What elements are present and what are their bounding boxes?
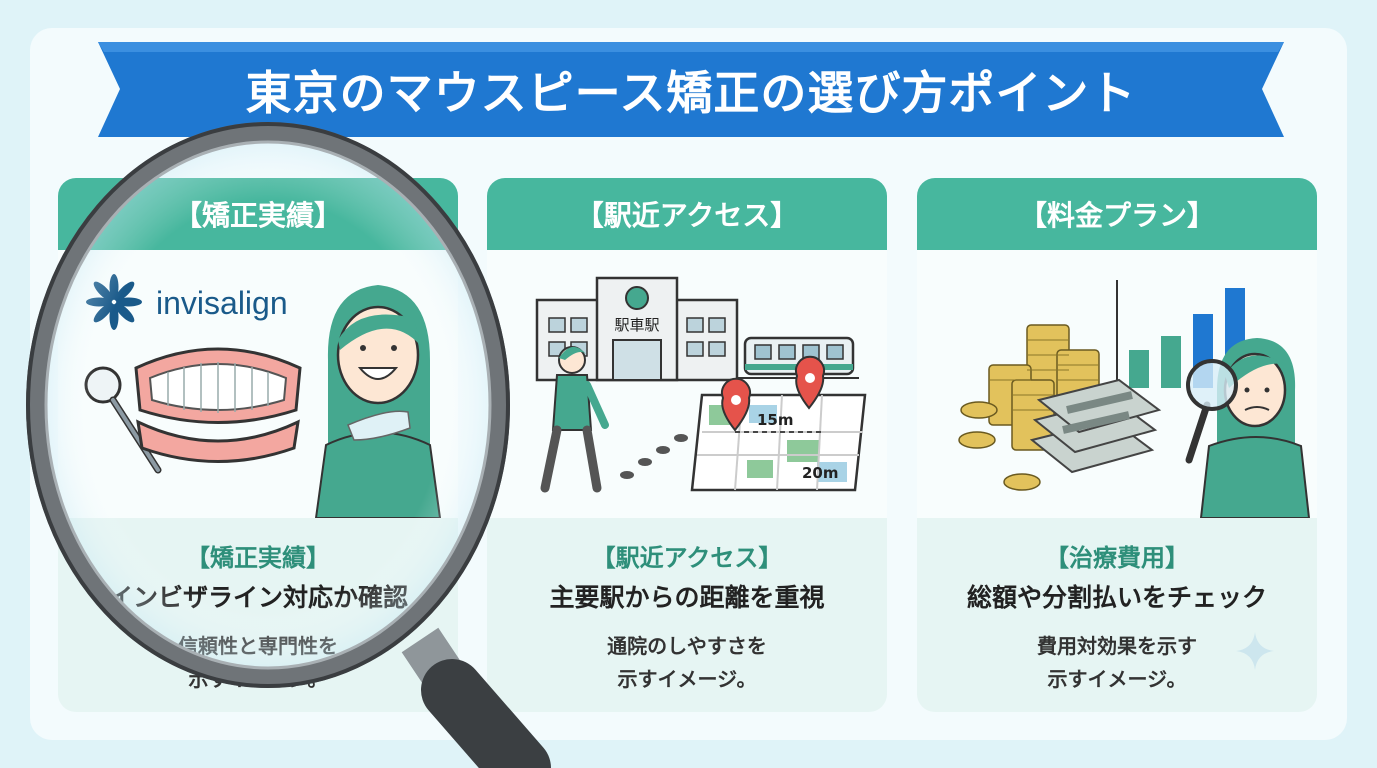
card-illustration bbox=[917, 250, 1317, 518]
magnifying-glass-icon bbox=[1185, 359, 1238, 464]
card-station-access: 【駅近アクセス】 駅車駅 bbox=[487, 178, 887, 712]
map-distance-label: 20m bbox=[802, 464, 839, 482]
card-category: 【矯正実績】 bbox=[186, 544, 330, 572]
location-pin-icon bbox=[795, 355, 825, 410]
location-pin-icon bbox=[721, 377, 751, 432]
card-description: 信頼性と専門性を 示すイメージ。 bbox=[178, 634, 338, 691]
sparkle-icon bbox=[1236, 632, 1274, 670]
station-sign-text: 駅車駅 bbox=[614, 316, 659, 334]
card-description: 費用対効果を示す 示すイメージ。 bbox=[1037, 634, 1197, 691]
card-header: 【料金プラン】 bbox=[917, 178, 1317, 250]
card-header: 【矯正実績】 bbox=[58, 178, 458, 250]
invisalign-star-icon bbox=[86, 274, 142, 330]
card-price-plan: 【料金プラン】 bbox=[917, 178, 1317, 712]
card-main-text: インビザライン対応か確認 bbox=[107, 583, 408, 612]
card-illustration: 駅車駅 bbox=[487, 250, 887, 518]
page-title: 東京のマウスピース矯正の選び方ポイント bbox=[245, 65, 1137, 120]
invisalign-logo-text: invisalign bbox=[156, 285, 288, 321]
card-treatment-record: 【矯正実績】 invisalign bbox=[58, 178, 458, 712]
card-category: 【駅近アクセス】 bbox=[591, 544, 783, 572]
card-illustration: invisalign bbox=[58, 250, 458, 518]
card-main-text: 主要駅からの距離を重視 bbox=[549, 583, 825, 612]
card-description: 通院のしやすさを 示すイメージ。 bbox=[607, 634, 767, 691]
card-header: 【駅近アクセス】 bbox=[487, 178, 887, 250]
map-distance-label: 15m bbox=[757, 411, 794, 429]
card-main-text: 総額や分割払いをチェック bbox=[966, 583, 1267, 612]
title-banner bbox=[98, 42, 1284, 137]
card-category: 【治療費用】 bbox=[1045, 544, 1189, 572]
